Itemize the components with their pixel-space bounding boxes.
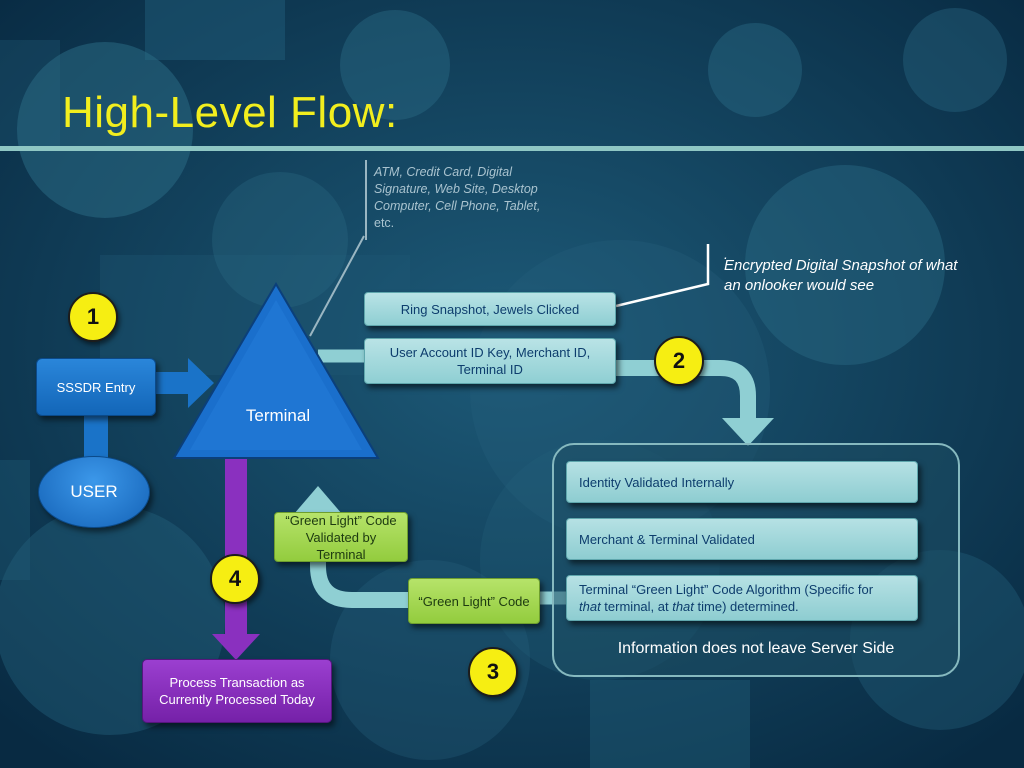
snapshot-note: . Encrypted Digital Snapshot of what an … <box>724 246 964 296</box>
devices-note: ATM, Credit Card, Digital Signature, Web… <box>374 164 544 232</box>
merchant-validated-box: Merchant & Terminal Validated <box>566 518 918 560</box>
step-3-badge: 3 <box>468 647 518 697</box>
step-4-badge: 4 <box>210 554 260 604</box>
devices-note-etc: etc. <box>374 216 395 230</box>
algorithm-emphasis-1: that <box>579 599 601 614</box>
snapshot-note-dot: . <box>724 246 728 262</box>
algorithm-text-3: time) determined. <box>693 599 799 614</box>
slide-title: High-Level Flow: <box>62 88 398 137</box>
algorithm-box: Terminal “Green Light” Code Algorithm (S… <box>566 575 918 621</box>
identity-validated-box: Identity Validated Internally <box>566 461 918 503</box>
algorithm-text: Terminal “Green Light” Code Algorithm (S… <box>579 581 873 615</box>
green-light-code-box: “Green Light” Code <box>408 578 540 624</box>
step-2-badge: 2 <box>654 336 704 386</box>
title-divider <box>0 146 1024 151</box>
user-node: USER <box>38 456 150 528</box>
server-side-caption: Information does not leave Server Side <box>617 640 895 657</box>
algorithm-text-1: Terminal “Green Light” Code Algorithm (S… <box>579 582 874 597</box>
algorithm-text-2: terminal, at <box>600 599 673 614</box>
snapshot-note-text: Encrypted Digital Snapshot of what an on… <box>724 257 958 294</box>
green-light-validated-box: “Green Light” Code Validated by Terminal <box>274 512 408 562</box>
sssdr-entry-box: SSSDR Entry <box>36 358 156 416</box>
terminal-label: Terminal <box>245 406 311 425</box>
algorithm-emphasis-2: that <box>672 599 694 614</box>
ring-snapshot-box: Ring Snapshot, Jewels Clicked <box>364 292 616 326</box>
devices-note-text: ATM, Credit Card, Digital Signature, Web… <box>374 165 541 213</box>
process-transaction-box: Process Transaction as Currently Process… <box>142 659 332 723</box>
step-1-badge: 1 <box>68 292 118 342</box>
account-key-box: User Account ID Key, Merchant ID, Termin… <box>364 338 616 384</box>
